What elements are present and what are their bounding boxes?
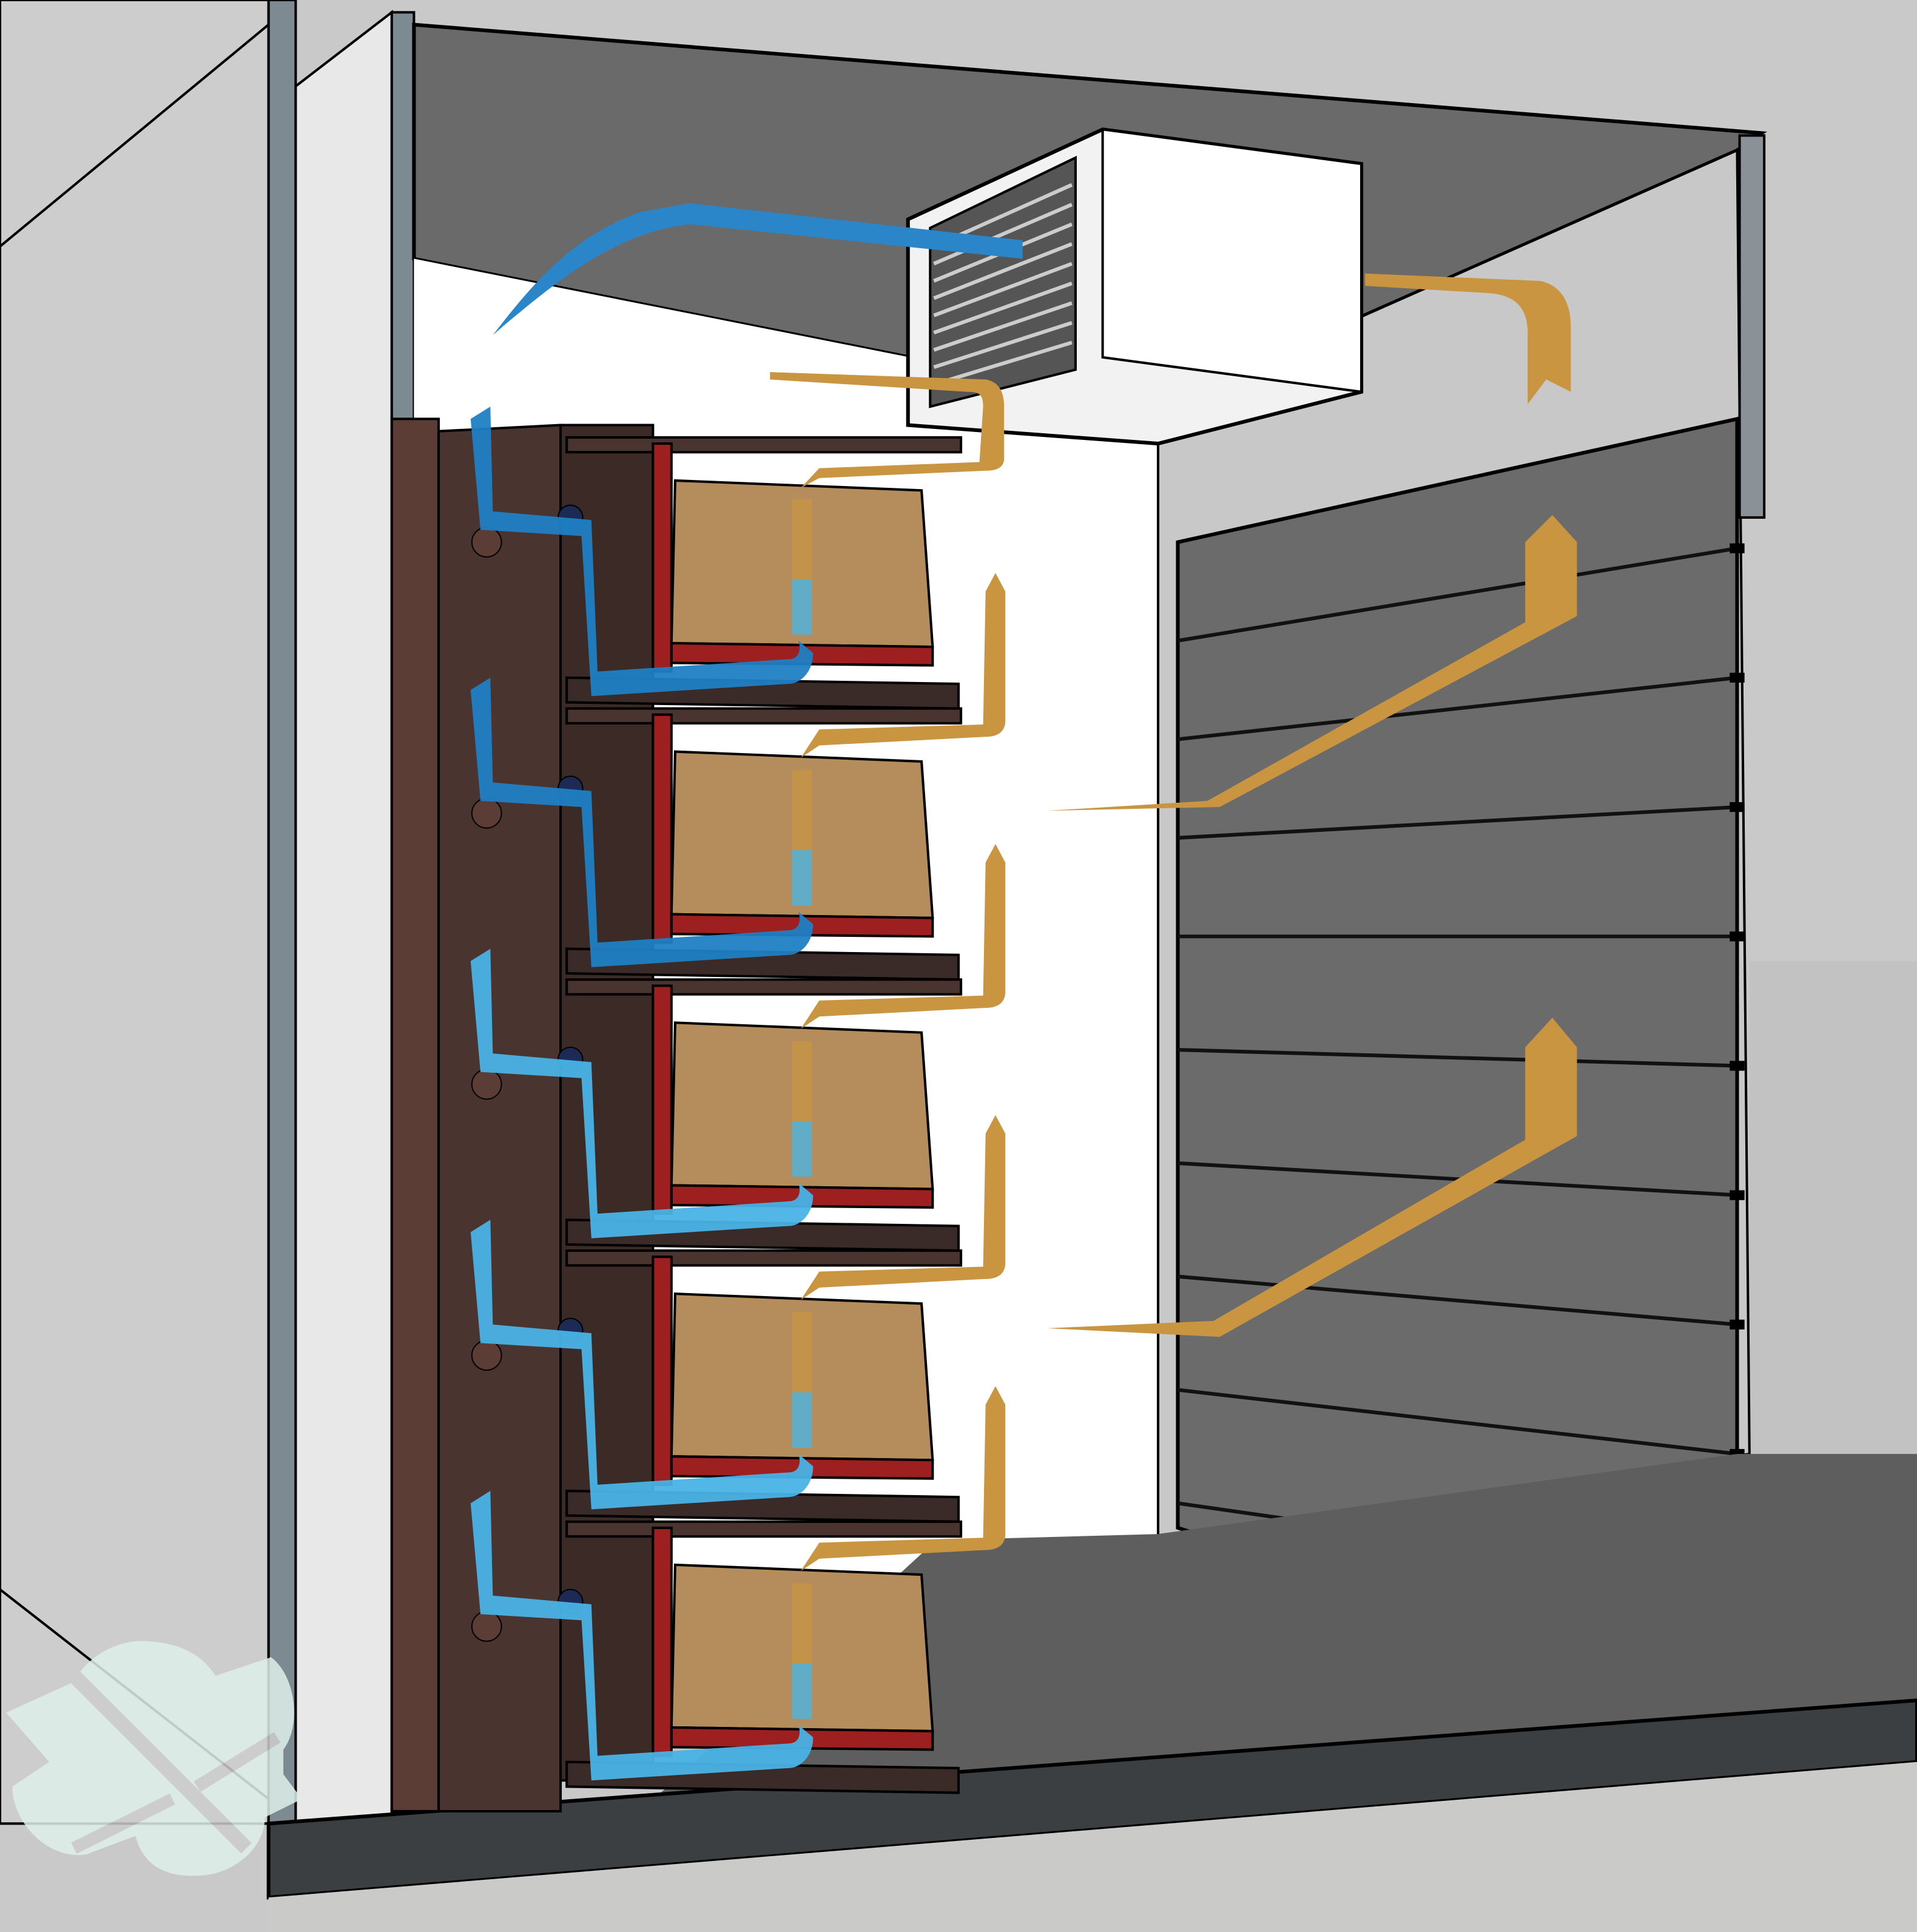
tray-side: [652, 713, 673, 944]
inner-left-wall: [294, 10, 393, 1825]
shelf-top-rail: [565, 707, 963, 725]
shutter-slat: [1177, 546, 1737, 643]
warm-airflow-arrow-icon: [1047, 1018, 1577, 1337]
tray-side: [652, 442, 673, 673]
shutter-slat: [1177, 1388, 1737, 1456]
ac-louver: [933, 340, 1073, 387]
shelf-top-rail: [565, 978, 963, 996]
left-wall: [0, 0, 270, 1825]
shutter-slat: [1177, 805, 1737, 840]
rising-air-arrow-icon: [792, 1663, 812, 1719]
right-post: [1738, 134, 1766, 519]
tray-side: [652, 1255, 673, 1486]
rising-air-arrow-icon: [792, 1121, 812, 1177]
warm-airflow-arrow-icon: [801, 1115, 1006, 1300]
cool-airflow-arrow-icon: [470, 1491, 814, 1781]
shelves: [471, 436, 963, 1794]
ac-louver: [933, 301, 1073, 352]
wall-post: [267, 0, 297, 1825]
cool-airflow-arrow-icon: [493, 203, 1023, 336]
fan-icon: [471, 797, 502, 829]
shutter-hinge: [1730, 672, 1745, 683]
fan-icon: [471, 1340, 502, 1371]
cool-airflow-arrow-icon: [470, 1220, 814, 1510]
cool-airflow-arrow-icon: [470, 677, 814, 968]
rising-air-arrow-icon: [792, 579, 812, 635]
floor-edge: [266, 1698, 1917, 1900]
shutter-hinge: [1730, 1061, 1745, 1071]
warm-airflow-arrow-icon: [1047, 515, 1577, 811]
cool-airflow-arrow-icon: [470, 407, 814, 697]
outside-right: [1749, 961, 1917, 1454]
warm-airflow-arrow-icon: [801, 1386, 1006, 1572]
cool-airflow-arrow-icon: [470, 948, 814, 1238]
rack-post: [559, 424, 655, 1782]
shutter-hinge: [1730, 931, 1745, 942]
air-conditioner-unit-icon: [906, 127, 1364, 446]
shutter-slat: [1177, 1048, 1737, 1068]
warm-airflow: [770, 273, 1577, 1572]
watermark-logo-icon: [6, 1641, 302, 1876]
warm-airflow-arrow-icon: [1365, 273, 1571, 405]
tray-side: [652, 1526, 673, 1757]
shutter-hinge: [1730, 1190, 1745, 1200]
ac-louver: [933, 203, 1073, 266]
warm-airflow-arrow-icon: [801, 843, 1006, 1029]
warm-airflow-arrow-icon: [770, 372, 1005, 488]
shutter-slat: [1177, 675, 1737, 741]
shutter-slat: [1177, 1274, 1737, 1326]
ac-louver: [933, 262, 1073, 317]
ac-louver: [933, 282, 1073, 335]
rack-back-panel: [390, 417, 440, 1813]
shelf-top-rail: [565, 436, 963, 454]
warm-airflow-arrow-icon: [801, 573, 1006, 758]
wall-edge-line: [0, 24, 270, 248]
shutter-hinge: [1730, 543, 1745, 553]
ac-louver: [933, 321, 1073, 370]
shelf-top-rail: [565, 1520, 963, 1538]
ground: [268, 1761, 1917, 1932]
tray-side: [652, 984, 673, 1215]
shelf-top-rail: [565, 1249, 963, 1267]
fan-icon: [471, 527, 502, 558]
shutter-hinge: [1730, 802, 1745, 812]
fan-icon: [471, 1611, 502, 1642]
rising-air-arrow-icon: [792, 1392, 812, 1448]
shutter-hinge: [1730, 1319, 1745, 1330]
ac-louver: [933, 242, 1073, 300]
fan-icon: [471, 1069, 502, 1100]
cool-airflow: [470, 203, 1023, 1781]
rack-side-panel: [437, 424, 562, 1813]
rising-air-arrow-icon: [792, 850, 812, 906]
